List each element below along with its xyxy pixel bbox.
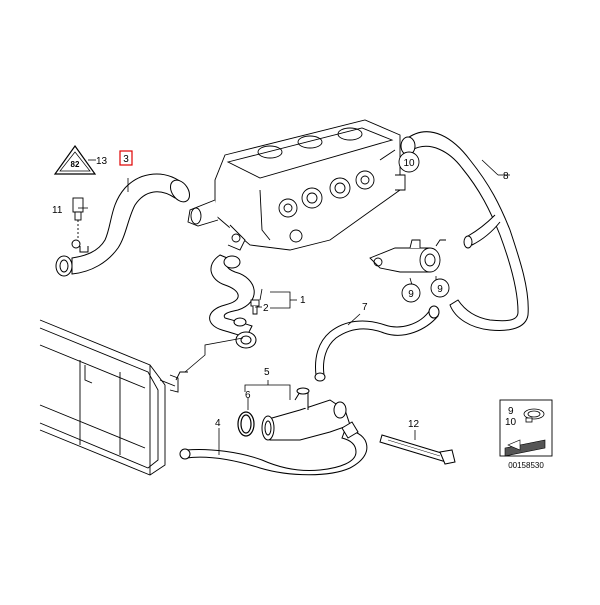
warning-sticker-text: 82 bbox=[71, 160, 80, 169]
temperature-sensor bbox=[72, 197, 84, 240]
legend-box: 9 10 00158530 bbox=[499, 399, 553, 470]
label-part-5: 5 bbox=[264, 367, 270, 378]
hose-clamp-icon bbox=[523, 408, 545, 423]
label-part-8: 8 bbox=[503, 171, 509, 182]
label-part-1: 1 bbox=[300, 295, 306, 306]
circle-part-9a bbox=[401, 283, 421, 303]
highlight-box-part-3 bbox=[119, 150, 133, 166]
overflow-hose bbox=[400, 131, 529, 331]
label-part-13: 13 bbox=[96, 156, 108, 167]
label-part-3: 3 bbox=[123, 154, 129, 165]
screw bbox=[250, 299, 260, 315]
lower-hose bbox=[209, 254, 257, 349]
label-part-11: 11 bbox=[52, 205, 63, 216]
coolant-connector bbox=[261, 387, 351, 441]
arrow-icon bbox=[504, 439, 546, 457]
label-part-9a: 9 bbox=[408, 289, 414, 300]
label-part-12: 12 bbox=[408, 419, 420, 430]
leader-lines bbox=[78, 155, 510, 455]
label-part-10: 10 bbox=[403, 158, 415, 169]
o-ring bbox=[237, 411, 255, 437]
heater-hose bbox=[179, 421, 368, 476]
engine-block bbox=[187, 119, 406, 251]
label-part-7: 7 bbox=[362, 302, 368, 313]
radiator bbox=[39, 319, 188, 476]
label-part-9b: 9 bbox=[437, 284, 443, 295]
diagram-id: 00158530 bbox=[508, 461, 544, 470]
label-part-2: 2 bbox=[263, 303, 269, 314]
label-part-6: 6 bbox=[245, 390, 251, 401]
coolant-flange bbox=[369, 239, 446, 273]
cable-tie bbox=[379, 434, 456, 465]
legend-line-1: 9 bbox=[508, 406, 514, 417]
legend-line-2: 10 bbox=[505, 417, 517, 428]
part-labels: 13 11 3 1 2 8 10 9 9 7 5 6 4 12 bbox=[52, 150, 509, 430]
upper-radiator-hose bbox=[55, 173, 191, 277]
circle-part-9b bbox=[430, 278, 450, 298]
warning-sticker: 82 bbox=[53, 144, 97, 175]
circle-part-10 bbox=[398, 151, 420, 173]
coolant-hose-7 bbox=[314, 305, 440, 382]
label-part-4: 4 bbox=[215, 418, 221, 429]
